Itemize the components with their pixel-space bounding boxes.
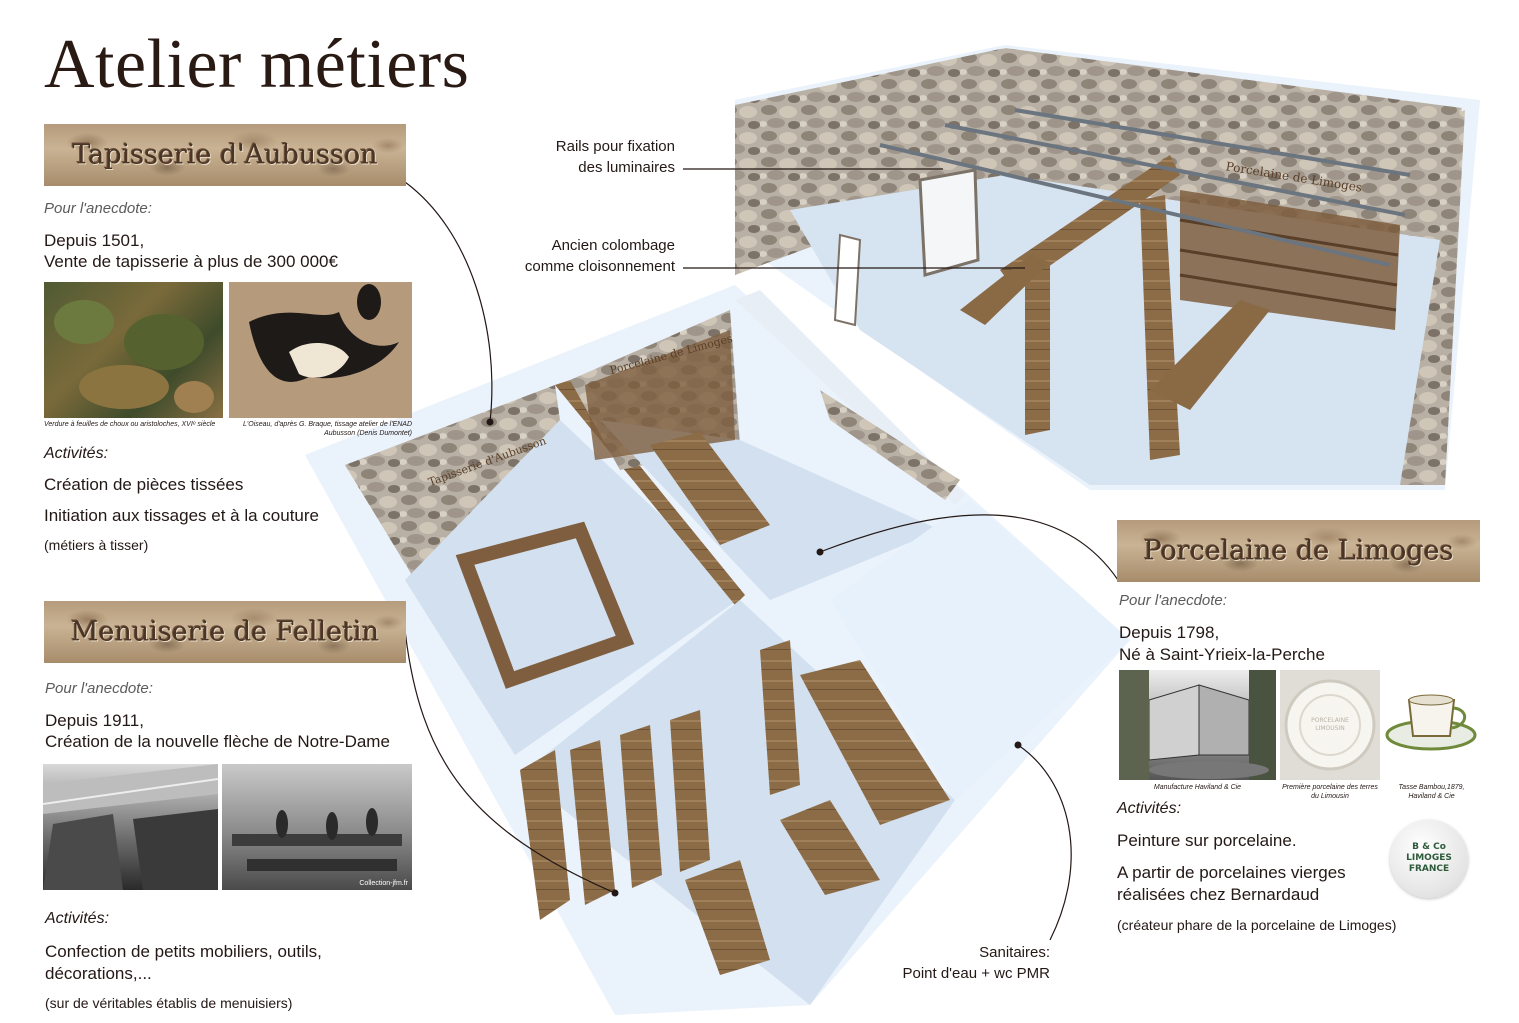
porcelaine-photo-cup <box>1384 670 1479 780</box>
tapestry-photo-verdure <box>44 282 223 418</box>
porcelaine-photo-manufacture <box>1119 670 1276 780</box>
activity-note: (métiers à tisser) <box>44 537 149 553</box>
connector-tapisserie <box>404 181 493 423</box>
connector-menuiserie <box>404 629 616 894</box>
activities-label: Activités: <box>45 910 110 927</box>
caption-verdure: Verdure à feuilles de choux ou aristoloc… <box>44 421 216 428</box>
anecdote-line1: Depuis 1798, <box>1119 623 1220 642</box>
activity-item: A partir de porcelaines vierges <box>1117 863 1346 882</box>
annotation-rails-line1: Rails pour fixation <box>555 138 675 155</box>
activity-item: Initiation aux tissages et à la couture <box>44 506 319 525</box>
banner-menuiserie-text: Menuiserie de Felletin <box>70 616 380 648</box>
activity-note: (sur de véritables établis de menuisiers… <box>45 995 293 1011</box>
anecdote-label: Pour l'anecdote: <box>44 200 152 217</box>
caption-cup: Tasse Bambou,1879, Haviland & Cie <box>1398 784 1465 800</box>
banner-tapisserie-text: Tapisserie d'Aubusson <box>72 139 378 171</box>
annotation-sanitaires-line2: Point d'eau + wc PMR <box>902 965 1050 982</box>
banner-menuiserie: Menuiserie de Felletin <box>44 601 406 663</box>
page-title: Atelier métiers <box>44 26 470 103</box>
bernardaud-stamp-text: B & Co LIMOGES FRANCE <box>1406 842 1452 874</box>
banner-porcelaine-text: Porcelaine de Limoges <box>1143 535 1454 567</box>
svg-text:LIMOUSIN: LIMOUSIN <box>1315 725 1344 732</box>
annotation-sanitaires: Sanitaires: Point d'eau + wc PMR <box>850 942 1050 984</box>
activity-item: Création de pièces tissées <box>44 475 244 494</box>
connector-sanitaires <box>1017 744 1072 941</box>
banner-porcelaine: Porcelaine de Limoges <box>1117 520 1480 582</box>
photo-credit: Collection-jfm.fr <box>359 880 408 887</box>
anecdote-line1: Depuis 1911, <box>45 711 144 730</box>
activities-label: Activités: <box>44 445 109 462</box>
caption-oiseau: L'Oiseau, d'après G. Braque, tissage ate… <box>243 421 412 437</box>
bernardaud-stamp: B & Co LIMOGES FRANCE <box>1390 820 1468 898</box>
connector-porcelaine <box>819 514 1119 581</box>
anecdote-label: Pour l'anecdote: <box>45 680 153 697</box>
anecdote-line2: Né à Saint-Yrieix-la-Perche <box>1119 645 1325 664</box>
anecdote-line1: Depuis 1501, <box>44 231 145 250</box>
activity-item: Confection de petits mobiliers, outils, <box>45 942 322 961</box>
svg-text:PORCELAINE: PORCELAINE <box>1311 717 1349 724</box>
annotation-sanitaires-line1: Sanitaires: <box>979 944 1050 961</box>
banner-tapisserie: Tapisserie d'Aubusson <box>44 124 406 186</box>
annotation-rails-line2: des luminaires <box>578 159 675 176</box>
annotation-rails: Rails pour fixation des luminaires <box>480 136 675 178</box>
annotation-colombage-line1: Ancien colombage <box>551 237 675 254</box>
activity-note: (créateur phare de la porcelaine de Limo… <box>1117 917 1397 933</box>
anecdote-line2: Vente de tapisserie à plus de 300 000€ <box>44 252 338 271</box>
plan-center <box>305 285 1130 1015</box>
activity-item: décorations,... <box>45 964 152 983</box>
activities-label: Activités: <box>1117 800 1182 817</box>
activity-item: Peinture sur porcelaine. <box>1117 831 1297 850</box>
caption-manufacture: Manufacture Haviland & Cie <box>1153 784 1242 791</box>
annotation-colombage: Ancien colombage comme cloisonnement <box>460 235 675 277</box>
caption-plate: Première porcelaine des terres du Limous… <box>1282 784 1378 800</box>
anecdote-line2: Création de la nouvelle flèche de Notre-… <box>45 732 390 751</box>
plan-top-right <box>735 45 1480 490</box>
tapestry-photo-oiseau <box>229 282 412 418</box>
menuiserie-photo-workshop <box>43 764 218 890</box>
anecdote-label: Pour l'anecdote: <box>1119 592 1227 609</box>
annotation-colombage-line2: comme cloisonnement <box>524 258 675 275</box>
menuiserie-photo-workers: Collection-jfm.fr <box>222 764 412 890</box>
activity-item: réalisées chez Bernardaud <box>1117 885 1320 904</box>
